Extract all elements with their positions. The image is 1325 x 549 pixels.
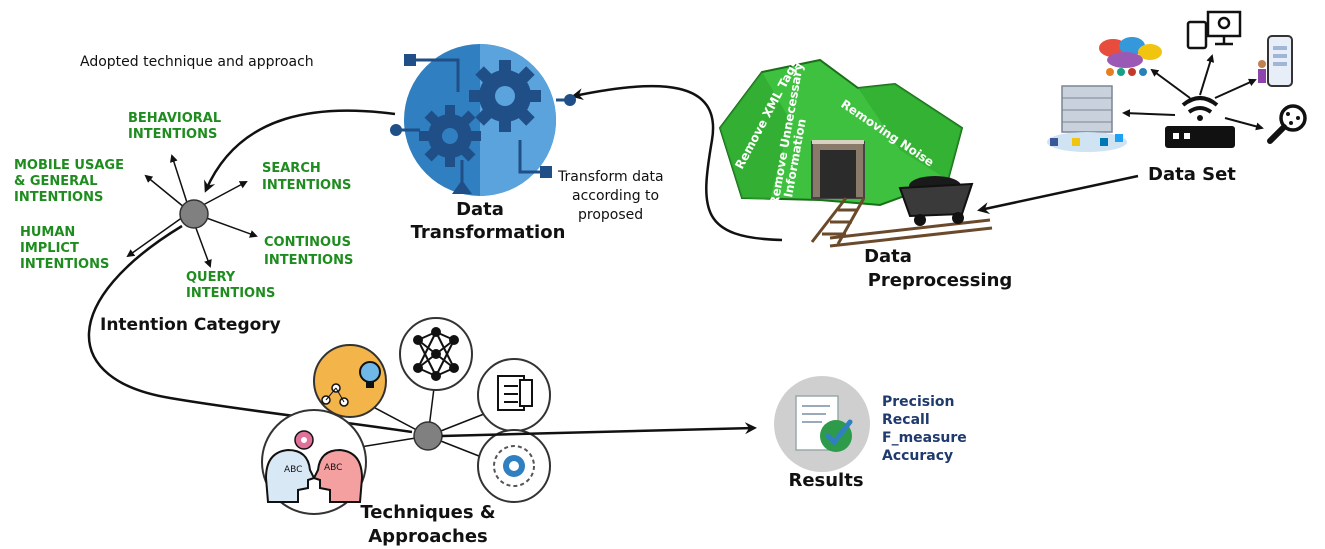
data-preprocessing-title-1: Data bbox=[864, 246, 912, 267]
intention-search-2: INTENTIONS bbox=[262, 178, 351, 193]
intention-behavioral-2: INTENTIONS bbox=[128, 127, 217, 142]
intention-search-1: SEARCH bbox=[262, 161, 321, 176]
abc-text-left: ABC bbox=[284, 465, 302, 475]
checklist-icon bbox=[477, 358, 551, 432]
metric-recall: Recall bbox=[882, 412, 930, 428]
intention-continous-2: INTENTIONS bbox=[264, 253, 353, 268]
server-stack-icon bbox=[1047, 85, 1127, 152]
data-preprocessing-title-2: Preprocessing bbox=[868, 270, 1013, 291]
data-set-label: Data Set bbox=[1148, 164, 1236, 185]
intention-behavioral-1: BEHAVIORAL bbox=[128, 111, 221, 126]
mine-cart-icon bbox=[898, 176, 974, 226]
intention-human-1: HUMAN bbox=[20, 225, 75, 240]
idea-network-icon bbox=[313, 344, 387, 418]
techniques-title-1: Techniques & bbox=[360, 502, 495, 523]
transformation-gears-icon bbox=[390, 44, 576, 196]
data-set-cluster bbox=[1047, 10, 1307, 152]
intention-hub bbox=[126, 154, 258, 268]
transform-note-3: proposed bbox=[578, 207, 643, 223]
devices-gear-icon bbox=[1186, 10, 1242, 50]
metric-f-measure: F_measure bbox=[882, 430, 967, 446]
intention-mobile-2: & GENERAL bbox=[14, 174, 98, 189]
abc-text-right: ABC bbox=[324, 463, 342, 473]
search-analytics-icon bbox=[1267, 104, 1307, 144]
transform-note-1: Transform data bbox=[557, 169, 664, 185]
intention-continous-1: CONTINOUS bbox=[264, 235, 351, 250]
rail-track bbox=[810, 197, 993, 248]
mobile-user-icon bbox=[1258, 35, 1293, 87]
intention-mobile-3: INTENTIONS bbox=[14, 190, 103, 205]
adopted-technique-label: Adopted technique and approach bbox=[80, 54, 314, 70]
chat-cloud-icon bbox=[1099, 37, 1162, 76]
transform-note-2: according to bbox=[572, 188, 659, 204]
intention-query-1: QUERY bbox=[186, 270, 236, 285]
metric-precision: Precision bbox=[882, 394, 954, 410]
data-transformation-title-1: Data bbox=[456, 199, 504, 220]
router-icon bbox=[1165, 96, 1235, 148]
intention-category-title: Intention Category bbox=[100, 315, 281, 335]
neural-network-icon bbox=[399, 317, 473, 391]
data-transformation-title-2: Transformation bbox=[411, 222, 566, 243]
intention-query-2: INTENTIONS bbox=[186, 286, 275, 301]
results-title: Results bbox=[788, 470, 863, 491]
techniques-title-2: Approaches bbox=[368, 526, 488, 547]
intention-human-3: INTENTIONS bbox=[20, 257, 109, 272]
intention-human-2: IMPLICT bbox=[20, 241, 79, 256]
heads-communication-icon: ABC ABC bbox=[261, 409, 367, 515]
metric-accuracy: Accuracy bbox=[882, 448, 953, 464]
preprocessing-mountain bbox=[718, 58, 964, 207]
process-cycle-icon bbox=[477, 429, 551, 503]
techniques-hub bbox=[353, 387, 485, 459]
results-check-icon bbox=[774, 376, 870, 472]
intention-mobile-1: MOBILE USAGE bbox=[14, 158, 124, 173]
